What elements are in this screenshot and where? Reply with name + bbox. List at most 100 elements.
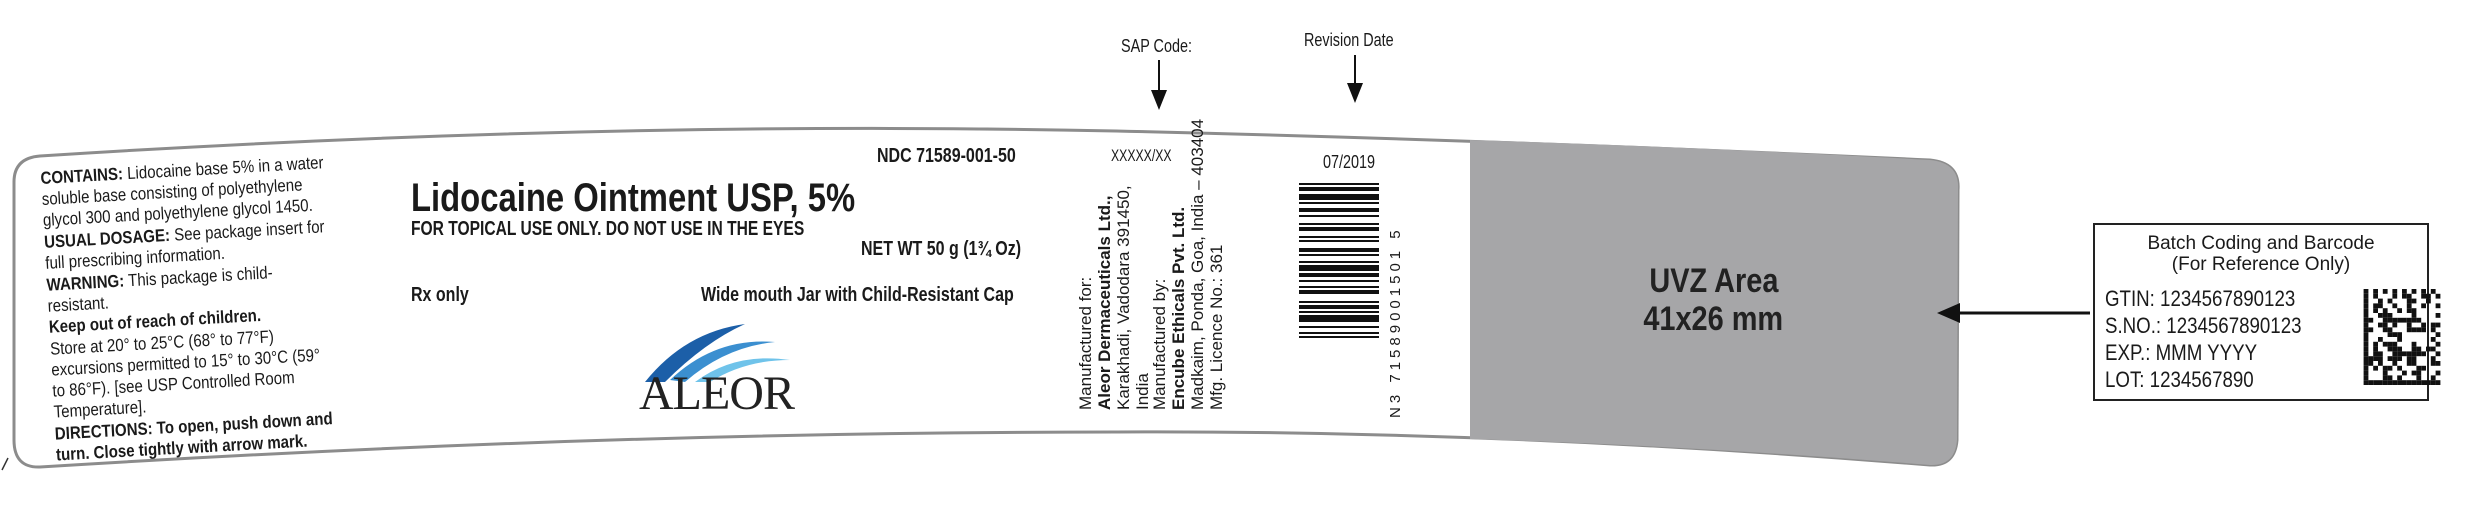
datamatrix-module	[2378, 380, 2383, 385]
datamatrix-module	[2387, 365, 2393, 371]
barcode-check-digit: 5	[1387, 226, 1404, 239]
datamatrix-module	[2411, 351, 2417, 357]
datamatrix-module	[2430, 337, 2436, 342]
datamatrix-module	[2392, 293, 2398, 299]
manufactured-by-address: Madkaim, Ponda, Goa, India – 403404	[1188, 118, 1207, 410]
datamatrix-module	[2363, 370, 2369, 376]
datamatrix-module	[2430, 361, 2436, 366]
reference-fields: GTIN: 1234567890123 S.NO.: 1234567890123…	[2105, 285, 2302, 393]
datamatrix-module	[2402, 370, 2407, 376]
datamatrix-module	[2430, 289, 2436, 294]
barcode-bar	[1299, 325, 1379, 328]
datamatrix-module	[2363, 375, 2369, 381]
datamatrix-module	[2363, 322, 2369, 328]
datamatrix-module	[2387, 332, 2393, 337]
gtin-field: GTIN: 1234567890123	[2105, 286, 2296, 311]
datamatrix-module	[2368, 380, 2374, 385]
datamatrix-module	[2430, 356, 2436, 361]
datamatrix-module	[2426, 380, 2431, 385]
datamatrix-module	[2363, 361, 2369, 366]
datamatrix-module	[2421, 293, 2426, 299]
datamatrix-module	[2402, 351, 2407, 357]
barcode-digits: N3 71589001501 5	[1386, 226, 1405, 418]
datamatrix-code-icon	[2363, 289, 2441, 385]
datamatrix-module	[2373, 380, 2378, 385]
barcode-bar	[1299, 290, 1379, 295]
barcode-prefix: N	[1387, 403, 1404, 418]
datamatrix-module	[2363, 317, 2369, 323]
datamatrix-module	[2392, 361, 2398, 366]
datamatrix-module	[2387, 380, 2393, 385]
datamatrix-module	[2373, 293, 2378, 299]
datamatrix-module	[2421, 322, 2426, 328]
datamatrix-module	[2373, 365, 2378, 371]
datamatrix-module	[2382, 370, 2388, 376]
datamatrix-module	[2435, 303, 2441, 309]
datamatrix-module	[2363, 356, 2369, 361]
datamatrix-module	[2392, 356, 2398, 361]
datamatrix-module	[2411, 356, 2417, 361]
datamatrix-module	[2382, 317, 2388, 323]
datamatrix-module	[2416, 351, 2422, 357]
warning-label: WARNING:	[45, 270, 125, 295]
product-title: Lidocaine Ointment USP, 5%	[411, 176, 856, 220]
datamatrix-module	[2363, 337, 2369, 342]
barcode-bar	[1299, 227, 1379, 232]
barcode-bar	[1299, 285, 1379, 288]
datamatrix-module	[2411, 341, 2417, 347]
uvz-area	[1470, 140, 1959, 466]
barcode-bar	[1299, 214, 1379, 217]
datamatrix-module	[2406, 356, 2412, 361]
uvz-area-label: UVZ Area 41x26 mm	[1470, 262, 1957, 338]
datamatrix-module	[2416, 375, 2422, 381]
barcode-bar	[1299, 239, 1379, 242]
barcode-bar	[1299, 222, 1379, 225]
sap-code-label: SAP Code:	[1121, 36, 1192, 56]
datamatrix-module	[2430, 327, 2436, 333]
product-info-block: CONTAINS: Lidocaine base 5% in a water s…	[40, 152, 340, 466]
datamatrix-module	[2426, 298, 2431, 304]
datamatrix-module	[2435, 313, 2441, 318]
datamatrix-module	[2435, 332, 2441, 337]
manufactured-for-block: Manufactured for: Aleor Dermaceuticals L…	[1076, 185, 1152, 410]
datamatrix-module	[2382, 289, 2388, 294]
datamatrix-module	[2411, 317, 2417, 323]
datamatrix-module	[2411, 370, 2417, 376]
datamatrix-module	[2382, 322, 2388, 328]
datamatrix-module	[2416, 380, 2422, 385]
reference-arrow-icon	[1937, 303, 2090, 323]
expiry-field: EXP.: MMM YYYY	[2105, 340, 2258, 365]
datamatrix-module	[2406, 298, 2412, 304]
uvz-line-2: 41x26 mm	[1643, 300, 1784, 338]
datamatrix-module	[2411, 361, 2417, 366]
datamatrix-module	[2406, 308, 2412, 313]
datamatrix-module	[2411, 298, 2417, 304]
datamatrix-module	[2373, 289, 2378, 294]
batch-coding-reference-box: Batch Coding and Barcode (For Reference …	[2093, 223, 2441, 401]
datamatrix-module	[2406, 351, 2412, 357]
datamatrix-module	[2402, 380, 2407, 385]
datamatrix-module	[2421, 351, 2426, 357]
barcode-bar	[1299, 332, 1379, 335]
logo-text: ALEOR	[639, 367, 795, 420]
datamatrix-module	[2387, 317, 2393, 323]
datamatrix-module	[2373, 346, 2378, 352]
barcode-bar	[1299, 248, 1379, 253]
datamatrix-module	[2373, 341, 2378, 347]
datamatrix-module	[2392, 303, 2398, 309]
datamatrix-module	[2392, 341, 2398, 347]
datamatrix-module	[2368, 317, 2374, 323]
datamatrix-module	[2406, 322, 2412, 328]
datamatrix-module	[2435, 380, 2441, 385]
datamatrix-module	[2363, 308, 2369, 313]
product-subtitle: FOR TOPICAL USE ONLY. DO NOT USE IN THE …	[411, 218, 805, 240]
datamatrix-module	[2378, 337, 2383, 342]
datamatrix-module	[2387, 341, 2393, 347]
datamatrix-module	[2435, 322, 2441, 328]
datamatrix-module	[2382, 341, 2388, 347]
datamatrix-module	[2435, 361, 2441, 366]
datamatrix-module	[2373, 308, 2378, 313]
datamatrix-module	[2378, 322, 2383, 328]
barcode-bar	[1299, 235, 1379, 238]
datamatrix-module	[2402, 289, 2407, 294]
